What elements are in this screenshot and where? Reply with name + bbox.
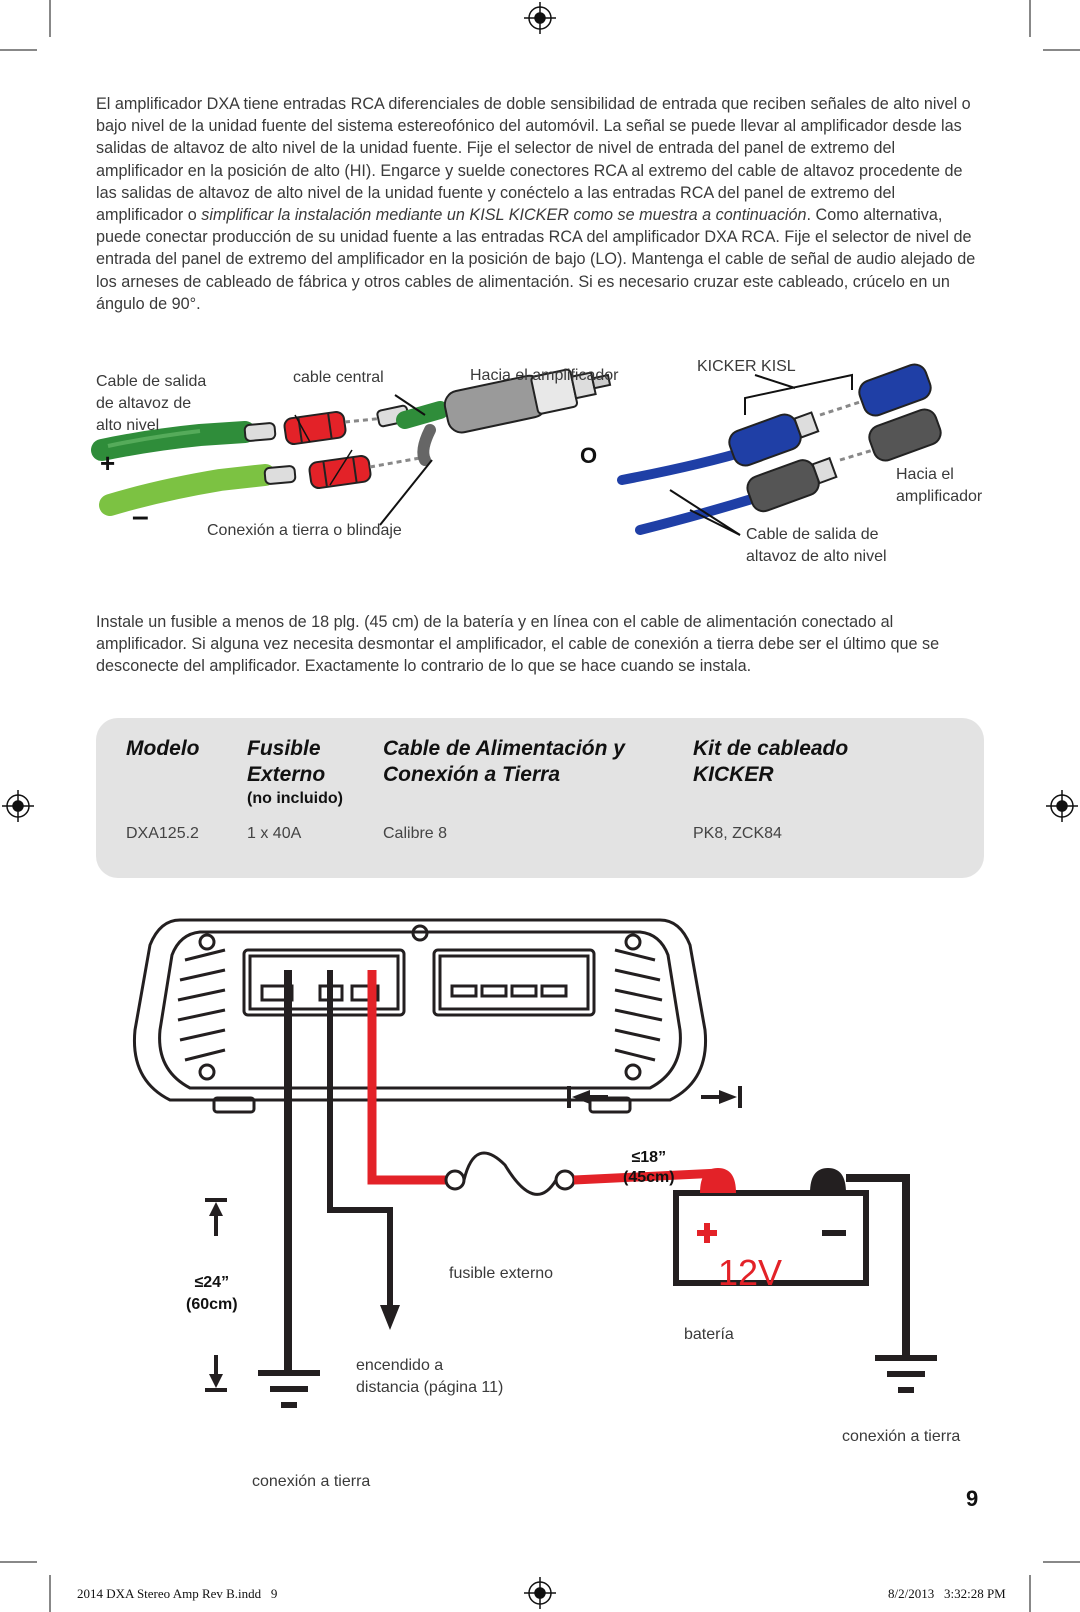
label-external-fuse: fusible externo [449,1265,554,1282]
distance-18-metric: (45cm) [623,1169,675,1186]
distance-24-value: ≤24” [194,1274,230,1291]
label-battery: batería [684,1326,734,1343]
distance-18-label: ≤18” (45cm) [623,1148,675,1188]
fuse-paragraph: Instale un fusible a menos de 18 plg. (4… [96,613,940,676]
cell-fuse: 1 x 40A [247,825,302,842]
label-speaker-out-2: Cable de salida de altavoz de alto nivel [746,524,887,568]
cell-kit: PK8, ZCK84 [693,825,782,842]
distance-24-label: ≤24” (60cm) [186,1272,238,1316]
intro-text-1: El amplificador DXA tiene entradas RCA d… [96,95,971,225]
spec-table [96,718,984,878]
registration-mark-right [1046,790,1078,822]
label-to-amp-2: Hacia el amplificador [896,464,982,508]
label-remote-turn-on: encendido a distancia (página 11) [356,1355,503,1399]
label-center-cable: cable central [293,369,384,386]
label-to-amp-2-line1: Hacia el [896,466,954,483]
minus-sign: – [132,500,149,533]
label-speaker-out: Cable de salida de altavoz de alto nivel [96,371,206,437]
label-to-amp-2-line2: amplificador [896,488,983,505]
label-remote-line2: distancia (página 11) [356,1379,504,1396]
intro-text-italic: simplificar la instalación mediante un K… [201,206,807,225]
registration-mark-top [524,2,556,34]
intro-text-2: . Como alternativa, puede conectar produ… [96,206,976,313]
label-ground-left: conexión a tierra [252,1473,371,1490]
header-fuse-line2: Externo [247,763,326,786]
distance-24-arrows [205,1198,227,1392]
header-fuse-sub: (no incluido) [247,790,343,807]
label-speaker-out-line1: Cable de salida [96,373,207,390]
header-cable-line1: Cable de Alimentación y [383,737,625,760]
cell-cable: Calibre 8 [383,825,448,842]
cell-model: DXA125.2 [126,825,199,842]
footer-timestamp: 8/2/2013 3:32:28 PM [888,1586,1006,1601]
header-fuse-line1: Fusible [247,737,321,760]
label-speaker-out-line3: alto nivel [96,417,160,434]
label-speaker-out-2-line1: Cable de salida de [746,526,879,543]
battery-voltage: 12V [718,1252,783,1293]
label-speaker-out-line2: de altavoz de [96,395,192,412]
power-wiring-diagram [132,918,937,1408]
header-model: Modelo [126,737,200,760]
distance-18-value: ≤18” [631,1149,667,1166]
distance-18-arrows [567,1086,742,1108]
label-ground-shield: Conexión a tierra o blindaje [207,522,402,539]
header-cable: Cable de Alimentación y Conexión a Tierr… [383,736,625,788]
speaker-wire-diagram [91,363,942,536]
ground-symbol-right [875,1355,937,1393]
page-number: 9 [966,1486,979,1511]
label-remote-line1: encendido a [356,1357,444,1374]
header-fuse: Fusible Externo (no incluido) [247,736,343,808]
amplifier-end-panel [132,918,708,1114]
distance-24-metric: (60cm) [186,1296,238,1313]
footer-filename: 2014 DXA Stereo Amp Rev B.indd 9 [77,1586,278,1601]
label-ground-right: conexión a tierra [842,1428,961,1445]
registration-mark-bottom [524,1577,556,1609]
header-cable-line2: Conexión a Tierra [383,763,561,786]
plus-sign: + [100,448,116,478]
header-kit-line2: KICKER [693,763,774,786]
header-kit: Kit de cableado KICKER [693,736,848,788]
label-to-amp: Hacia el amplificador [470,367,619,384]
label-kisl: KICKER KISL [697,358,796,375]
label-speaker-out-2-line2: altavoz de alto nivel [746,548,887,565]
header-kit-line1: Kit de cableado [693,737,849,760]
label-or: O [580,443,598,468]
intro-paragraph: El amplificador DXA tiene entradas RCA d… [96,93,980,315]
ground-symbol-left [258,1370,320,1408]
registration-mark-left [2,790,34,822]
